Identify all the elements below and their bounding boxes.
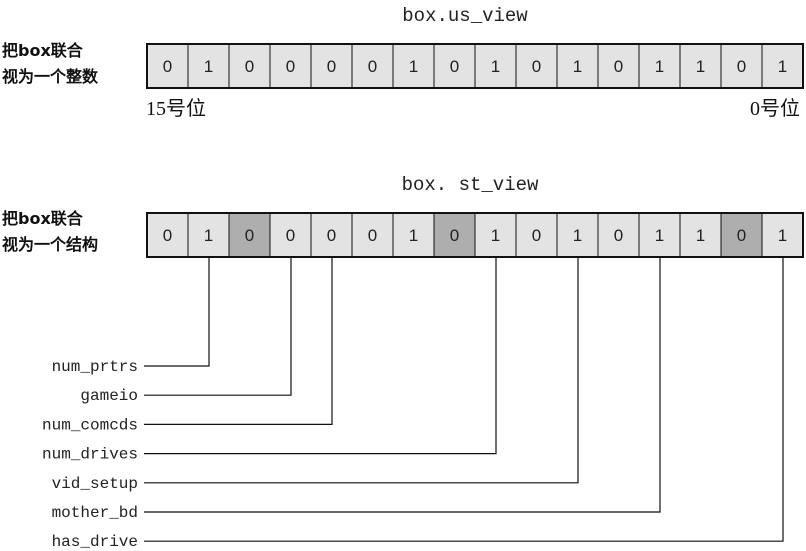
st-view-bit-value-3: 1	[655, 226, 664, 245]
us-view-bit-value-6: 0	[532, 57, 541, 76]
us-view-bit-value-14: 1	[204, 57, 213, 76]
us-view-bit-value-13: 0	[245, 57, 254, 76]
st-view-bit-value-11: 0	[327, 226, 336, 245]
st-view-register-frame	[146, 212, 804, 258]
st-view-bit-value-1: 0	[737, 226, 746, 245]
us-view-register-frame	[146, 43, 804, 89]
us-view-bit-value-1: 0	[737, 57, 746, 76]
field-label-vid-setup: vid_setup	[52, 475, 138, 493]
us-view-bit-value-0: 1	[778, 57, 787, 76]
us-view-bit-cell-4	[597, 43, 640, 89]
st-view-bit-cell-10	[351, 212, 394, 258]
us-view-bit-value-5: 1	[573, 57, 582, 76]
field-leader-num-prtrs	[144, 257, 210, 367]
us-view-bit-cell-14	[187, 43, 230, 89]
us-view-bit-cell-15	[146, 43, 189, 89]
us-view-right-index: 0号位	[750, 97, 800, 120]
field-label-has-drive: has_drive	[52, 533, 138, 551]
us-view-bit-value-9: 1	[409, 57, 418, 76]
st-view-bit-value-8: 0	[450, 226, 459, 245]
st-view-bit-value-12: 0	[286, 226, 295, 245]
st-view-bit-value-5: 1	[573, 226, 582, 245]
st-view-bit-value-13: 0	[245, 226, 254, 245]
us-view-bit-value-10: 0	[368, 57, 377, 76]
st-view-bit-cell-0	[761, 212, 804, 258]
us-view-bit-value-12: 0	[286, 57, 295, 76]
us-view-label-line1: 把box联合	[2, 41, 84, 60]
us-view-bit-cell-8	[433, 43, 476, 89]
st-view-bit-cell-2	[679, 212, 722, 258]
field-label-gameio: gameio	[80, 387, 138, 405]
us-view-title: box.us_view	[402, 5, 528, 27]
st-view-bit-cell-1	[720, 212, 763, 258]
st-view-bit-cell-3	[638, 212, 681, 258]
st-view-bit-value-4: 0	[614, 226, 623, 245]
field-leader-vid-setup	[144, 257, 579, 484]
us-view-bit-value-15: 0	[163, 57, 172, 76]
field-leader-mother-bd	[144, 257, 661, 513]
field-label-num-comcds: num_comcds	[42, 416, 138, 434]
st-view-bit-value-2: 1	[696, 226, 705, 245]
st-view-bit-value-10: 0	[368, 226, 377, 245]
us-view-bit-value-11: 0	[327, 57, 336, 76]
field-label-num-drives: num_drives	[42, 446, 138, 464]
st-view-bit-value-14: 1	[204, 226, 213, 245]
field-label-mother-bd: mother_bd	[52, 504, 138, 522]
field-leader-has-drive	[144, 257, 784, 542]
st-view-register: 0 1 0 0 0 0 1 0 1 0 1 0 1 1 0 1	[146, 212, 804, 258]
us-view-label-line2: 视为一个整数	[2, 67, 99, 86]
us-view-bit-value-2: 1	[696, 57, 705, 76]
field-leader-num-comcds	[144, 257, 333, 425]
field-label-num-prtrs: num_prtrs	[52, 358, 138, 376]
us-view-bit-cell-10	[351, 43, 394, 89]
field-leader-num-drives	[144, 257, 497, 455]
us-view-bit-cell-6	[515, 43, 558, 89]
st-view-label-line1: 把box联合	[2, 209, 84, 228]
field-leader-gameio	[144, 257, 292, 396]
st-view-bit-value-0: 1	[778, 226, 787, 245]
st-view-bit-value-6: 0	[532, 226, 541, 245]
us-view-bit-value-4: 0	[614, 57, 623, 76]
us-view-bit-value-8: 0	[450, 57, 459, 76]
st-view-label-line2: 视为一个结构	[2, 235, 98, 254]
st-view-bit-value-9: 1	[409, 226, 418, 245]
st-view-title: box. st_view	[402, 174, 539, 196]
us-view-bit-value-3: 1	[655, 57, 664, 76]
st-view-bit-value-15: 0	[163, 226, 172, 245]
st-view-bit-value-7: 1	[491, 226, 500, 245]
us-view-left-index: 15号位	[146, 97, 206, 120]
st-view-bit-cell-5	[556, 212, 599, 258]
us-view-bit-value-7: 1	[491, 57, 500, 76]
us-view-register: 0 1 0 0 0 0 1 0 1 0 1 0 1 1 0 1	[146, 43, 804, 89]
us-view-bit-cell-0	[761, 43, 804, 89]
